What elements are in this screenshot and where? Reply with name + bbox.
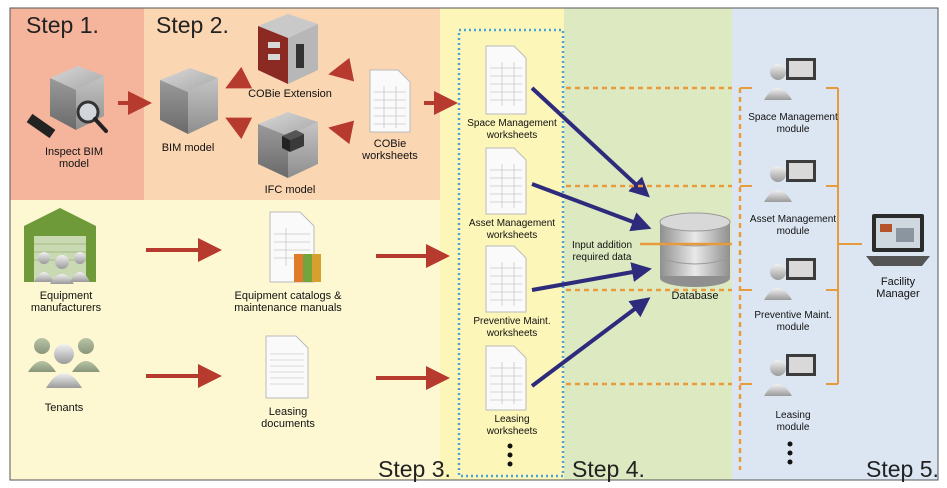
tenants-label: Tenants bbox=[44, 402, 84, 414]
factory-icon bbox=[24, 208, 96, 284]
worksheet-label-leasing: Leasing worksheets bbox=[486, 414, 538, 437]
database-label: Database bbox=[671, 290, 719, 302]
worksheet-label-preventive: Preventive Maint. worksheets bbox=[473, 316, 551, 339]
module-label-asset: Asset Management module bbox=[749, 214, 837, 237]
database-cylinder-icon bbox=[659, 212, 731, 287]
step4-heading: Step 4. bbox=[572, 456, 645, 482]
magnifier-icon bbox=[76, 100, 108, 133]
equipment-manufacturers-label: Equipment manufacturers bbox=[30, 290, 102, 314]
leasing-worksheet-document-icon bbox=[485, 345, 527, 411]
module-label-leasing: Leasing module bbox=[775, 410, 811, 433]
worksheets-more-ellipsis bbox=[507, 443, 513, 467]
modules-more-ellipsis bbox=[787, 441, 793, 465]
preventive-module-user-icon bbox=[764, 258, 816, 300]
worksheet-label-asset: Asset Management worksheets bbox=[468, 218, 556, 241]
cobie-extension-cube-icon bbox=[258, 14, 318, 84]
facility-manager-label: Facility Manager bbox=[876, 276, 920, 300]
input-note-label: Input addition required data bbox=[571, 240, 633, 263]
leasing-documents-label: Leasing documents bbox=[261, 406, 315, 430]
module-label-preventive: Preventive Maint. module bbox=[754, 310, 832, 333]
bim-model-cube-icon bbox=[160, 68, 218, 134]
leasing-module-user-icon bbox=[764, 354, 816, 396]
module-label-space: Space Management module bbox=[748, 112, 838, 135]
space-worksheet-document-icon bbox=[485, 45, 527, 115]
step2-heading: Step 2. bbox=[156, 12, 229, 38]
outer-border bbox=[9, 7, 939, 481]
worksheet-to-database-arrows bbox=[530, 86, 652, 388]
asset-worksheet-document-icon bbox=[485, 147, 527, 215]
worksheet-label-space: Space Management worksheets bbox=[467, 118, 557, 141]
worksheets-dotted-frame bbox=[457, 28, 565, 478]
equipment-catalogs-document-icon bbox=[269, 211, 321, 283]
module-dashed-connectors bbox=[566, 86, 742, 470]
ifc-model-cube-icon bbox=[258, 112, 318, 178]
equipment-catalogs-label: Equipment catalogs & maintenance manuals bbox=[234, 290, 342, 314]
source-flow-arrows bbox=[146, 238, 450, 390]
leasing-documents-document-icon bbox=[265, 335, 309, 399]
cobie-worksheets-label: COBie worksheets bbox=[362, 138, 418, 162]
step3-heading: Step 3. bbox=[378, 456, 451, 482]
inspect-bim-label: Inspect BIM model bbox=[44, 146, 104, 170]
module-bracket bbox=[740, 87, 862, 385]
step5-heading: Step 5. bbox=[866, 456, 939, 482]
tenants-user-icon bbox=[28, 338, 100, 388]
bim-model-label: BIM model bbox=[161, 142, 215, 154]
step1-heading: Step 1. bbox=[26, 12, 99, 38]
space-module-user-icon bbox=[764, 58, 816, 100]
cobie-worksheets-document-icon bbox=[369, 69, 411, 133]
asset-module-user-icon bbox=[764, 160, 816, 202]
cobie-extension-label: COBie Extension bbox=[248, 88, 332, 100]
facility-manager-monitor-icon bbox=[866, 214, 930, 266]
preventive-worksheet-document-icon bbox=[485, 245, 527, 313]
step2-flow-arrows bbox=[118, 57, 458, 145]
ifc-model-label: IFC model bbox=[264, 184, 316, 196]
